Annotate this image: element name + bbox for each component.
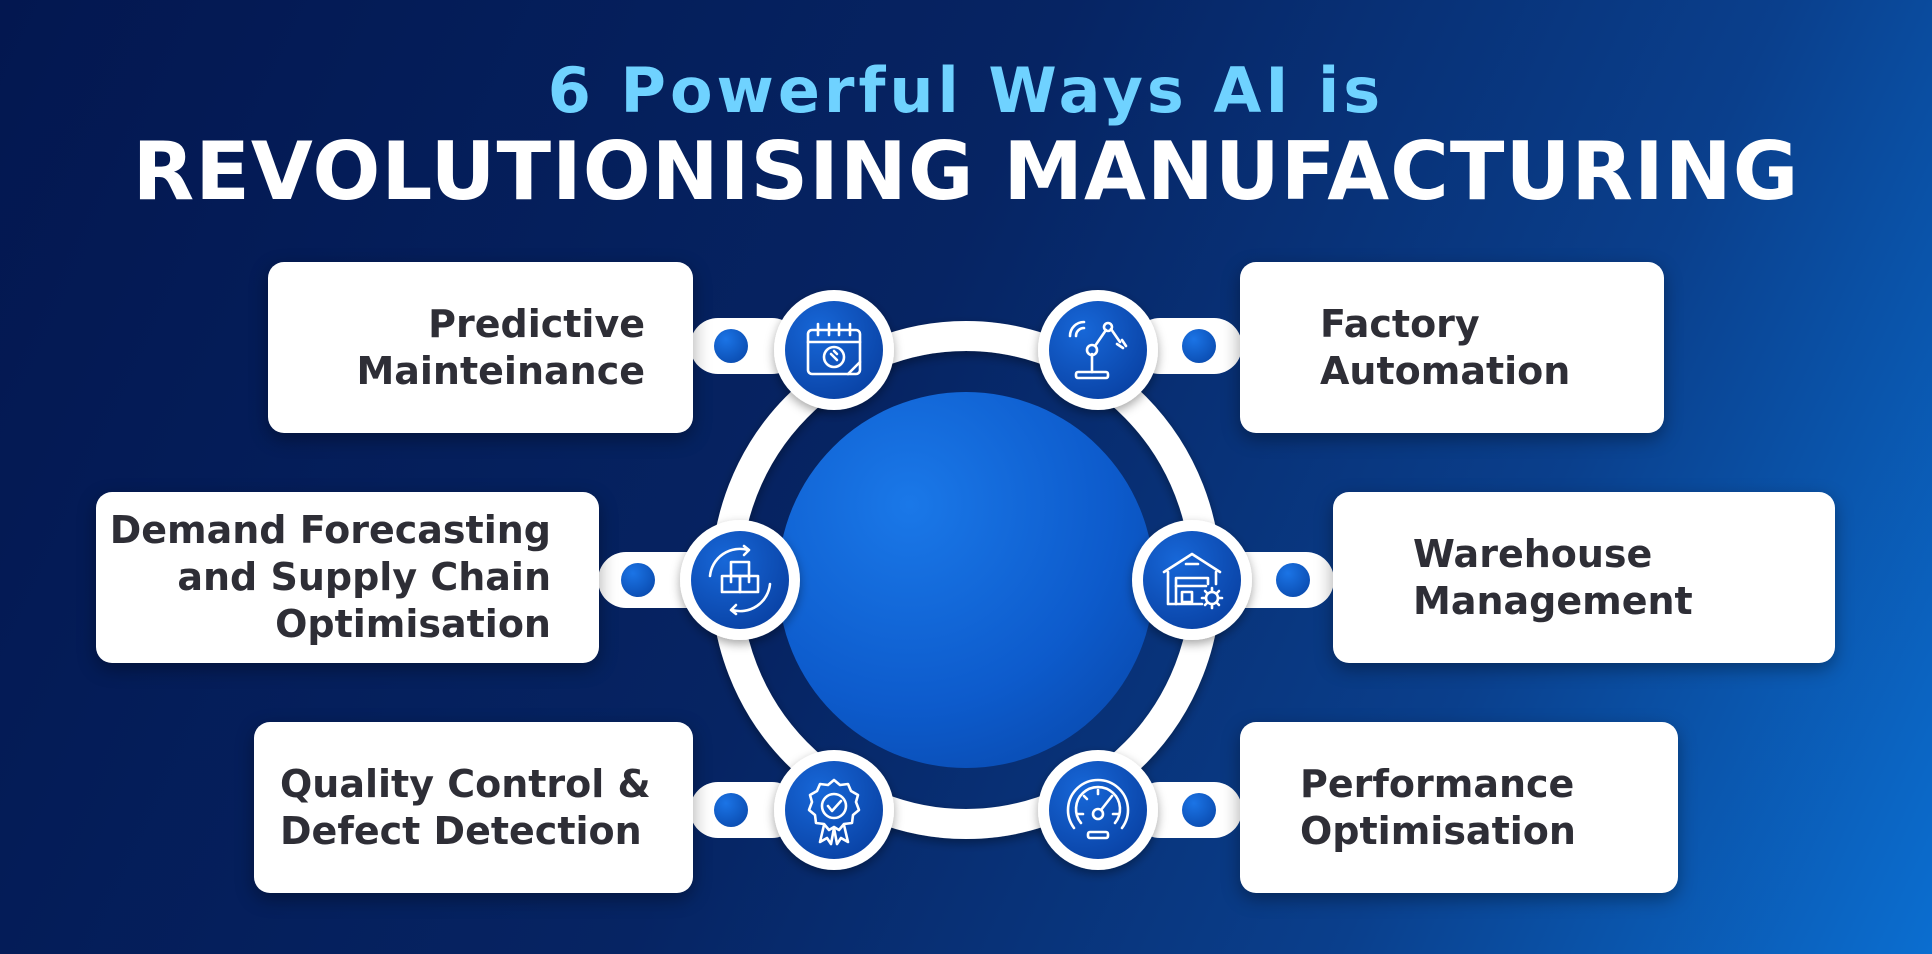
boxes-cycle-icon <box>680 520 800 640</box>
speedometer-icon <box>1038 750 1158 870</box>
card-quality-control: Quality Control & Defect Detection <box>254 722 693 893</box>
connector-dot <box>714 793 748 827</box>
connector-dot <box>714 329 748 363</box>
card-demand-forecasting: Demand Forecasting and Supply Chain Opti… <box>96 492 599 663</box>
card-label: Predictive <box>428 301 645 346</box>
connector-dot <box>621 563 655 597</box>
card-label: Performance <box>1300 761 1575 806</box>
title-line-2: REVOLUTIONISING MANUFACTURING <box>132 125 1800 218</box>
card-predictive-maintenance: Predictive Mainteinance <box>268 262 693 433</box>
warehouse-gear-icon <box>1132 520 1252 640</box>
title-line-1: 6 Powerful Ways AI is <box>547 54 1385 127</box>
card-label: Defect Detection <box>280 808 642 853</box>
card-label: Mainteinance <box>356 348 645 393</box>
card-label: Optimisation <box>275 602 551 646</box>
card-label: Demand Forecasting <box>109 508 551 552</box>
card-label: Management <box>1413 578 1693 623</box>
card-label: Factory <box>1320 301 1480 346</box>
card-factory-automation: Factory Automation <box>1240 262 1664 433</box>
calendar-wrench-icon <box>774 290 894 410</box>
card-label: Optimisation <box>1300 808 1576 853</box>
robotic-arm-icon <box>1038 290 1158 410</box>
card-performance-optimisation: Performance Optimisation <box>1240 722 1678 893</box>
card-warehouse-management: Warehouse Management <box>1333 492 1835 663</box>
card-label: Automation <box>1320 348 1571 393</box>
card-label: and Supply Chain <box>177 555 551 599</box>
central-circle <box>778 392 1154 768</box>
connector-dot <box>1276 563 1310 597</box>
connector-dots <box>621 329 1310 827</box>
award-badge-icon <box>774 750 894 870</box>
title-area: 6 Powerful Ways AI is REVOLUTIONISING MA… <box>0 55 1932 217</box>
card-label: Quality Control & <box>280 761 651 806</box>
card-label: Warehouse <box>1413 531 1653 576</box>
connector-dot <box>1182 793 1216 827</box>
connector-dot <box>1182 329 1216 363</box>
